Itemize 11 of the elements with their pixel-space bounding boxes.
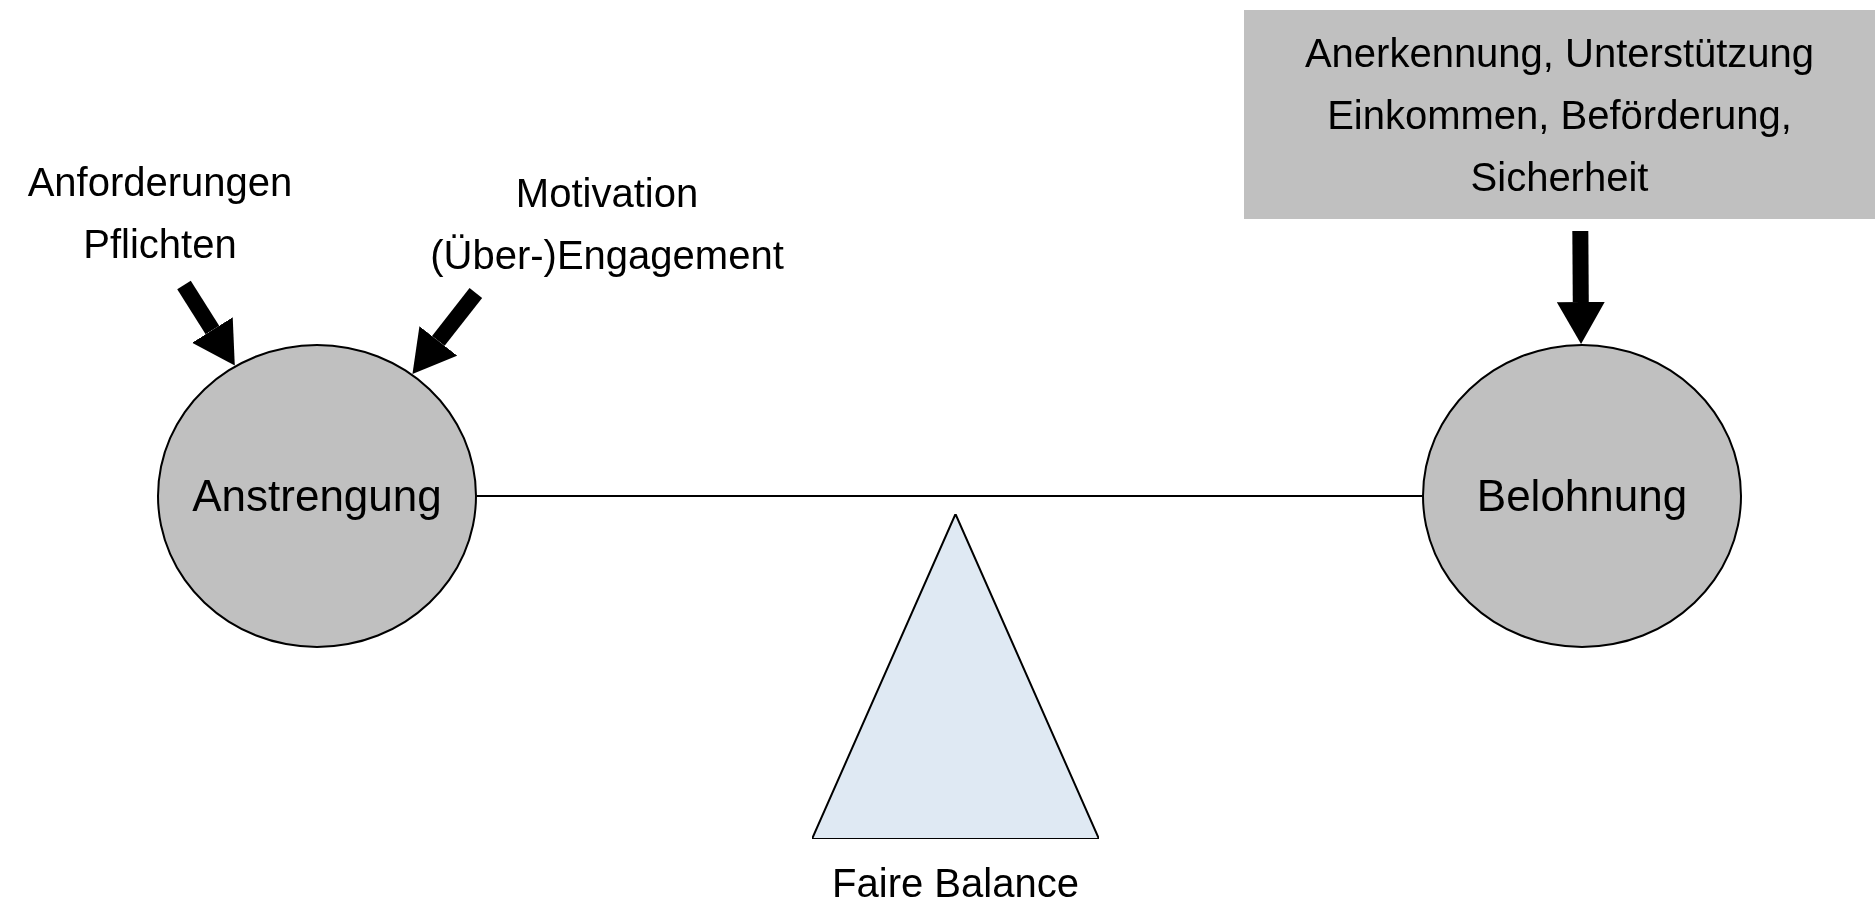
- node-text: Anerkennung, Unterstützung Einkommen, Beförderung, Sicherheit: [1303, 29, 1816, 201]
- arrow: [412, 288, 483, 374]
- node-text: Anforderungen Pflichten: [26, 159, 294, 268]
- node-text: Motivation (Über-)Engagement: [429, 170, 785, 279]
- node-text: Belohnung: [1476, 470, 1688, 522]
- caption-text: Faire Balance: [831, 860, 1080, 905]
- node-text: Anstrengung: [192, 470, 442, 522]
- balance-beam: [476, 495, 1423, 497]
- arrow: [177, 280, 235, 366]
- arrow: [1556, 230, 1605, 344]
- info-box: [1244, 10, 1875, 219]
